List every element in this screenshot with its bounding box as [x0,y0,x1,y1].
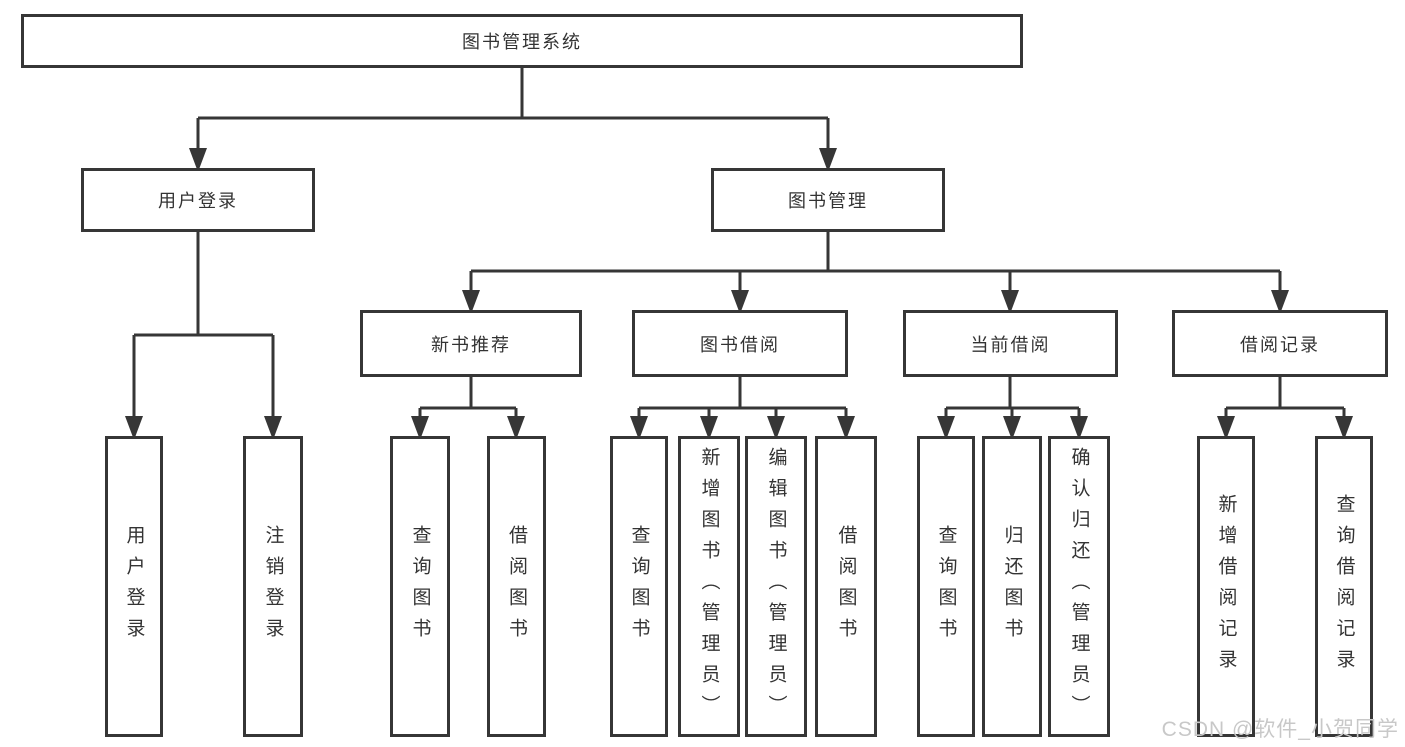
leaf-edit-books-admin: 编辑图书（管理员） [745,436,807,737]
watermark: CSDN @软件_小贺同学 [1161,718,1399,741]
node-label: 编辑图书（管理员） [765,447,787,726]
node-label: 借阅图书 [506,524,527,649]
node-book-borrowing: 图书借阅 [632,310,848,377]
node-label: 查询图书 [935,524,957,649]
leaf-logout: 注销登录 [243,436,303,737]
leaf-user-login: 用户登录 [105,436,163,737]
node-label: 查询图书 [409,524,431,649]
node-new-book-recommendation: 新书推荐 [360,310,582,377]
node-label: 新增借阅记录 [1215,493,1237,680]
node-label: 查询借阅记录 [1333,493,1355,680]
node-label: 归还图书 [1001,524,1023,649]
node-label: 图书管理 [788,191,868,211]
node-label: 确认归还（管理员） [1068,447,1090,726]
node-label: 用户登录 [158,191,238,211]
node-current-borrowing: 当前借阅 [903,310,1118,377]
node-label: 新书推荐 [431,334,511,355]
leaf-confirm-return-admin: 确认归还（管理员） [1048,436,1110,737]
leaf-return-books: 归还图书 [982,436,1042,737]
node-label: 图书借阅 [700,334,780,355]
node-label: 新增图书（管理员） [698,447,720,726]
leaf-add-books-admin: 新增图书（管理员） [678,436,740,737]
node-label: 借阅记录 [1240,334,1320,355]
leaf-query-books-recommend: 查询图书 [390,436,450,737]
node-label: 用户登录 [123,524,145,649]
node-label: 当前借阅 [970,334,1051,355]
leaf-add-borrow-record: 新增借阅记录 [1197,436,1255,737]
node-label: 注销登录 [262,524,284,649]
leaf-borrow-books: 借阅图书 [815,436,877,737]
node-user-login: 用户登录 [81,168,315,232]
node-label: 图书管理系统 [462,32,582,52]
leaf-query-books-borrow: 查询图书 [610,436,668,737]
node-library-management-system: 图书管理系统 [21,14,1023,68]
leaf-borrow-books-recommend: 借阅图书 [487,436,546,737]
node-label: 借阅图书 [835,524,857,649]
leaf-query-borrow-record: 查询借阅记录 [1315,436,1373,737]
node-book-management: 图书管理 [711,168,945,232]
node-borrowing-records: 借阅记录 [1172,310,1388,377]
node-label: 查询图书 [628,524,650,649]
leaf-query-books-current: 查询图书 [917,436,975,737]
